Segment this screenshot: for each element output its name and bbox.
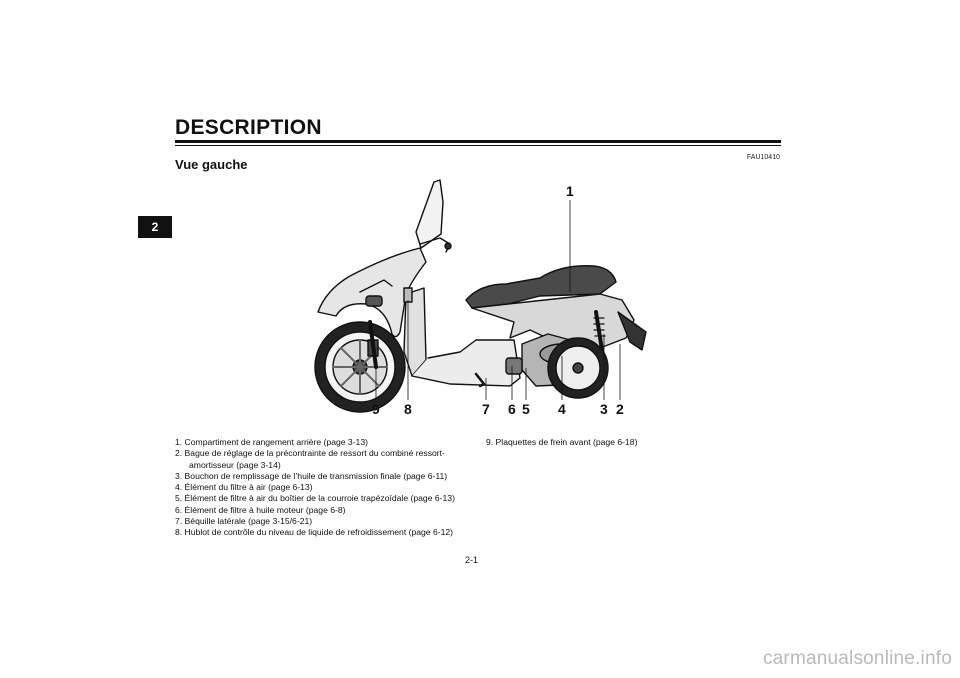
parts-list-item: 5. Élément de filtre à air du boîtier de… [175,493,455,504]
parts-list-item: 9. Plaquettes de frein avant (page 6-18) [486,437,638,447]
callout-3: 3 [600,401,608,417]
windshield [415,179,444,249]
chapter-tab: 2 [138,216,172,238]
callout-5: 5 [522,401,530,417]
floorboard [411,339,521,387]
reference-code: FAU10410 [746,154,780,161]
callout-4: 4 [558,401,566,417]
callout-2: 2 [616,401,624,417]
coolant-window [403,287,413,303]
page-title: DESCRIPTION [175,116,322,139]
callout-1: 1 [566,183,574,199]
oil-filter [505,357,523,375]
parts-list-item: 3. Bouchon de remplissage de l’huile de … [175,470,448,481]
callout-9: 9 [372,401,380,417]
title-rule-thin [175,145,781,146]
tail-light [617,311,647,351]
callout-6: 6 [508,401,516,417]
leg-shield [403,287,427,377]
parts-list-item: 7. Béquille latérale (page 3-15/6-21) [175,516,313,527]
parts-list-item: 2. Bague de réglage de la précontrainte … [175,448,445,470]
title-rule [175,140,781,143]
callout-8: 8 [404,401,412,417]
headlight [365,295,383,307]
rear-body [471,293,635,349]
seat [465,265,617,309]
page-number: 2-1 [465,555,479,565]
parts-list-item: 6. Élément de filtre à huile moteur (pag… [175,504,346,515]
section-heading: Vue gauche [175,157,248,172]
parts-list-item: 8. Hublot de contrôle du niveau de liqui… [175,527,454,538]
parts-list-item: 4. Élément du filtre à air (page 6-13) [175,482,313,493]
watermark: carmanualsonline.info [762,648,952,669]
scooter-illustration: 1 9 8 7 6 5 4 3 2 [314,179,647,417]
callout-7: 7 [482,401,490,417]
parts-list-column-2: 9. Plaquettes de frein avant (page 6-18) [486,437,746,448]
parts-list-item: 1. Compartiment de rangement arrière (pa… [175,437,368,447]
side-stand [474,372,486,388]
handlebar-grip [444,242,452,250]
parts-list: 1. Compartiment de rangement arrière (pa… [175,437,480,539]
